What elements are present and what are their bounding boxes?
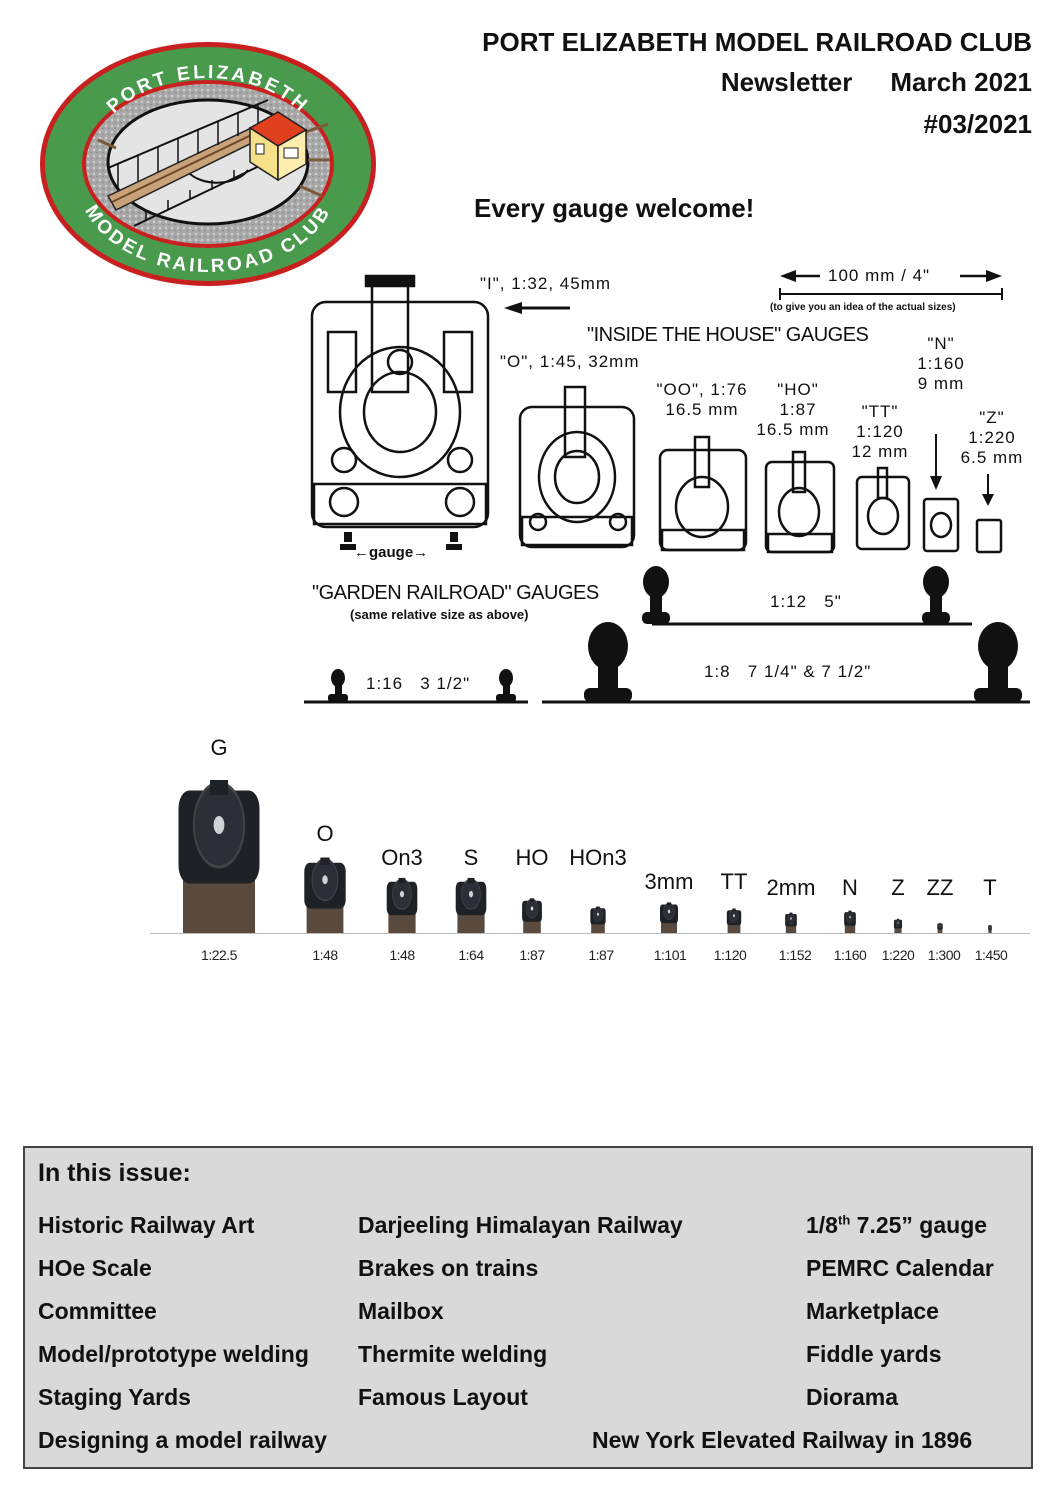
gauge-oo-label: "OO", 1:76 16.5 mm (656, 380, 748, 419)
scale-name: O (316, 821, 334, 846)
scale-ratio: 1:64 (458, 947, 484, 963)
toc-item[interactable]: Famous Layout (358, 1384, 528, 1410)
scale-ratio: 1:300 (927, 947, 961, 963)
scale-ratio: 1:450 (974, 947, 1008, 963)
gauge-o-label: "O", 1:45, 32mm (500, 352, 640, 371)
scale-ratio: 1:48 (312, 947, 338, 963)
scale-bar-label: 100 mm / 4" (828, 266, 931, 285)
scale-name: TT (720, 869, 748, 894)
garden-gauge-1-16: 1:16 3 1/2" (366, 674, 471, 693)
toc-item[interactable]: Diorama (806, 1384, 899, 1410)
gauge-n-label: "N" 1:160 9 mm (917, 334, 965, 393)
toc-item[interactable]: 1/8th 7.25” gauge (806, 1212, 988, 1238)
scale-name: T (983, 875, 997, 900)
toc-item[interactable]: Mailbox (358, 1298, 444, 1324)
scale-comparison-row: G O On3 S HO HOn3 3mm TT 2mm N Z ZZ T (150, 735, 1030, 975)
toc-item[interactable]: New York Elevated Railway in 1896 (592, 1427, 973, 1453)
scale-ratio: 1:120 (713, 947, 747, 963)
garden-gauge-1-8: 1:8 7 1/4" & 7 1/2" (704, 662, 872, 681)
locomotive-outlines-icon (304, 270, 1030, 704)
scale-name: On3 (381, 845, 423, 870)
toc-item[interactable]: Brakes on trains (358, 1255, 539, 1281)
garden-gauge-1-12: 1:12 5" (770, 592, 842, 611)
toc-item[interactable]: Thermite welding (358, 1341, 548, 1367)
garden-gauges-heading: "GARDEN RAILROAD" GAUGES (312, 582, 599, 604)
baseline-divider (150, 933, 1030, 934)
toc-item[interactable]: Designing a model railway (38, 1427, 327, 1453)
toc-item[interactable]: Marketplace (806, 1298, 939, 1324)
scale-ratio: 1:87 (588, 947, 614, 963)
scale-name: Z (891, 875, 905, 900)
garden-gauges-subheading: (same relative size as above) (350, 607, 529, 622)
scale-name: HO (515, 845, 549, 870)
scale-bar-note: (to give you an idea of the actual sizes… (770, 302, 956, 313)
scale-ratio: 1:48 (389, 947, 415, 963)
toc-item[interactable]: Model/prototype welding (38, 1341, 309, 1367)
toc-item[interactable]: Darjeeling Himalayan Railway (358, 1212, 683, 1238)
toc-item[interactable]: Fiddle yards (806, 1341, 942, 1367)
toc-item[interactable]: HOe Scale (38, 1255, 152, 1281)
toc-item[interactable]: PEMRC Calendar (806, 1255, 994, 1281)
in-this-issue-box: In this issue: Historic Railway Art HOe … (23, 1146, 1033, 1469)
in-this-issue-title: In this issue: (38, 1159, 191, 1187)
scale-ratio: 1:220 (881, 947, 915, 963)
gauge-marker: ←gauge→ (354, 544, 429, 561)
scale-name: HOn3 (569, 845, 627, 870)
gauge-z-label: "Z" 1:220 6.5 mm (960, 408, 1024, 467)
club-logo: PORT ELIZABETH MODEL RAILROAD CLUB (38, 40, 378, 288)
club-name-heading: PORT ELIZABETH MODEL RAILROAD CLUB (482, 27, 1032, 57)
locomotive-photo-icon (150, 735, 1030, 935)
issue-number: #03/2021 (923, 109, 1032, 139)
turntable-logo-icon: PORT ELIZABETH MODEL RAILROAD CLUB (40, 42, 376, 286)
scale-name: N (842, 875, 858, 900)
toc-item[interactable]: Committee (38, 1298, 157, 1324)
newsletter-date-line: Newsletter March 2021 (721, 69, 1032, 95)
scale-ratio: 1:152 (778, 947, 812, 963)
scale-ratio: 1:101 (653, 947, 687, 963)
scale-name: S (463, 845, 479, 870)
gauge-i-label: "I", 1:32, 45mm (480, 274, 612, 293)
scale-name: 3mm (644, 869, 694, 894)
scale-ratio: 1:22.5 (201, 947, 237, 963)
scale-name: G (210, 735, 228, 760)
scale-ratio: 1:87 (519, 947, 545, 963)
gauge-tt-label: "TT" 1:120 12 mm (851, 402, 909, 461)
issue-date: March 2021 (890, 67, 1032, 97)
scale-ratio: 1:160 (833, 947, 867, 963)
toc-item[interactable]: Staging Yards (38, 1384, 191, 1410)
publication-label: Newsletter (720, 67, 853, 97)
gauge-ho-label: "HO" 1:87 16.5 mm (756, 380, 830, 439)
tagline: Every gauge welcome! (474, 193, 755, 223)
scale-name: ZZ (926, 875, 954, 900)
toc-item[interactable]: Historic Railway Art (38, 1212, 255, 1238)
inside-gauges-heading: "INSIDE THE HOUSE" GAUGES (587, 324, 869, 346)
scale-name: 2mm (766, 875, 816, 900)
gauge-comparison-diagram: "I", 1:32, 45mm 100 mm / 4" (to give you… (300, 262, 1040, 712)
